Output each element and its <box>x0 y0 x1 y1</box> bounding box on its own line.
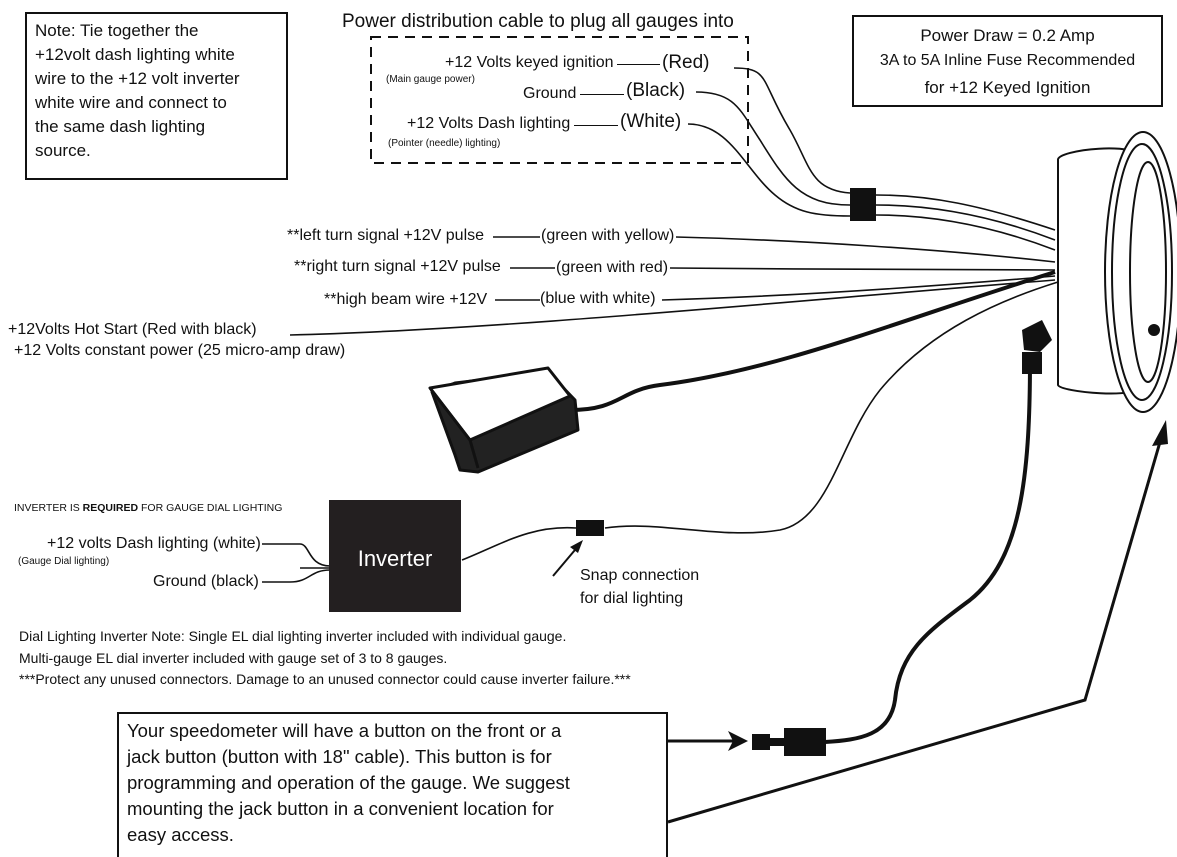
gauge-body <box>1056 131 1177 413</box>
right-turn-label: **right turn signal +12V pulse <box>294 258 501 275</box>
note-line: wire to the +12 volt inverter <box>35 69 240 88</box>
ignition-leader <box>617 64 660 65</box>
gauge-jack-plug <box>1022 320 1052 374</box>
left-turn-color: (green with yellow) <box>541 227 675 244</box>
button-arrow <box>667 441 1162 824</box>
hot-start-label: +12Volts Hot Start (Red with black) <box>8 321 257 338</box>
speedometer-button-box: Your speedometer will have a button on t… <box>117 712 668 857</box>
sensor-module <box>428 366 580 474</box>
note-line: white wire and connect to <box>35 93 227 112</box>
protect-connectors-note: ***Protect any unused connectors. Damage… <box>19 671 631 687</box>
right-turn-color: (green with red) <box>556 259 669 276</box>
power-distribution-dashed-box <box>370 36 749 164</box>
ground-color: (Black) <box>626 80 686 101</box>
power-distribution-title: Power distribution cable to plug all gau… <box>342 11 734 32</box>
inverter-note-line: Dial Lighting Inverter Note: Single EL d… <box>19 628 567 644</box>
ignition-label: +12 Volts keyed ignition <box>445 54 614 71</box>
note-line: +12volt dash lighting white <box>35 45 235 64</box>
high-beam-label: **high beam wire +12V <box>324 291 488 308</box>
speedo-note-line: Your speedometer will have a button on t… <box>127 720 562 741</box>
speedo-note-line: programming and operation of the gauge. … <box>127 772 570 793</box>
inverter-required-bold: REQUIRED <box>82 502 139 514</box>
snap-connection-label: Snap connection <box>580 567 700 584</box>
sensor-cable <box>569 270 1056 412</box>
jack-connector-left <box>752 734 770 750</box>
snap-connector <box>576 520 604 536</box>
inverter-required-text: INVERTER IS REQUIRED FOR GAUGE DIAL LIGH… <box>14 503 282 514</box>
dash-lighting-sublabel: (Pointer (needle) lighting) <box>388 138 501 149</box>
power-cable-connector <box>850 188 876 221</box>
constant-power-label: +12 Volts constant power (25 micro-amp d… <box>14 342 346 359</box>
inverter-input-wires <box>262 543 331 583</box>
ignition-fuse-line: for +12 Keyed Ignition <box>924 78 1091 97</box>
power-draw-box: Power Draw = 0.2 Amp 3A to 5A Inline Fus… <box>852 15 1163 107</box>
inverter-required-suffix: FOR GAUGE DIAL LIGHTING <box>138 502 283 514</box>
note-line: Note: Tie together the <box>35 21 199 40</box>
dash-lighting-label: +12 Volts Dash lighting <box>407 115 571 132</box>
high-beam-color: (blue with white) <box>540 290 656 307</box>
speedo-note-line: mounting the jack button in a convenient… <box>127 798 554 819</box>
ignition-color: (Red) <box>662 52 710 73</box>
power-cable-wires <box>687 67 851 217</box>
power-draw-line: Power Draw = 0.2 Amp <box>920 26 1095 45</box>
ground-label: Ground <box>523 85 577 102</box>
inverter-note-line: Multi-gauge EL dial inverter included wi… <box>19 650 448 666</box>
jack-connector-right <box>784 728 826 756</box>
inverter-dash-label: +12 volts Dash lighting (white) <box>47 535 261 552</box>
jack-button-cable <box>824 359 1032 744</box>
power-cable-to-gauge <box>875 194 1056 251</box>
dash-lighting-leader <box>574 125 618 126</box>
fuse-line: 3A to 5A Inline Fuse Recommended <box>879 52 1136 69</box>
ignition-sublabel: (Main gauge power) <box>386 74 475 85</box>
inverter-dash-sublabel: (Gauge Dial lighting) <box>18 556 110 567</box>
dial-lighting-cable <box>604 281 1059 534</box>
left-turn-label: **left turn signal +12V pulse <box>287 227 485 244</box>
speedo-note-line: easy access. <box>127 824 234 845</box>
dash-lighting-color: (White) <box>620 111 682 132</box>
signal-wires <box>289 236 1056 336</box>
inverter-ground-label: Ground (black) <box>153 573 259 590</box>
inverter-required-prefix: INVERTER IS <box>14 502 83 514</box>
speedo-note-line: jack button (button with 18" cable). Thi… <box>127 746 552 767</box>
tie-together-note-box: Note: Tie together the +12volt dash ligh… <box>25 12 288 180</box>
note-line: the same dash lighting <box>35 117 206 136</box>
inverter-box-label: Inverter <box>357 546 433 571</box>
ground-leader <box>580 94 624 95</box>
note-line: source. <box>35 141 91 160</box>
inverter-box <box>329 500 461 612</box>
snap-connection-label-2: for dial lighting <box>580 590 684 607</box>
